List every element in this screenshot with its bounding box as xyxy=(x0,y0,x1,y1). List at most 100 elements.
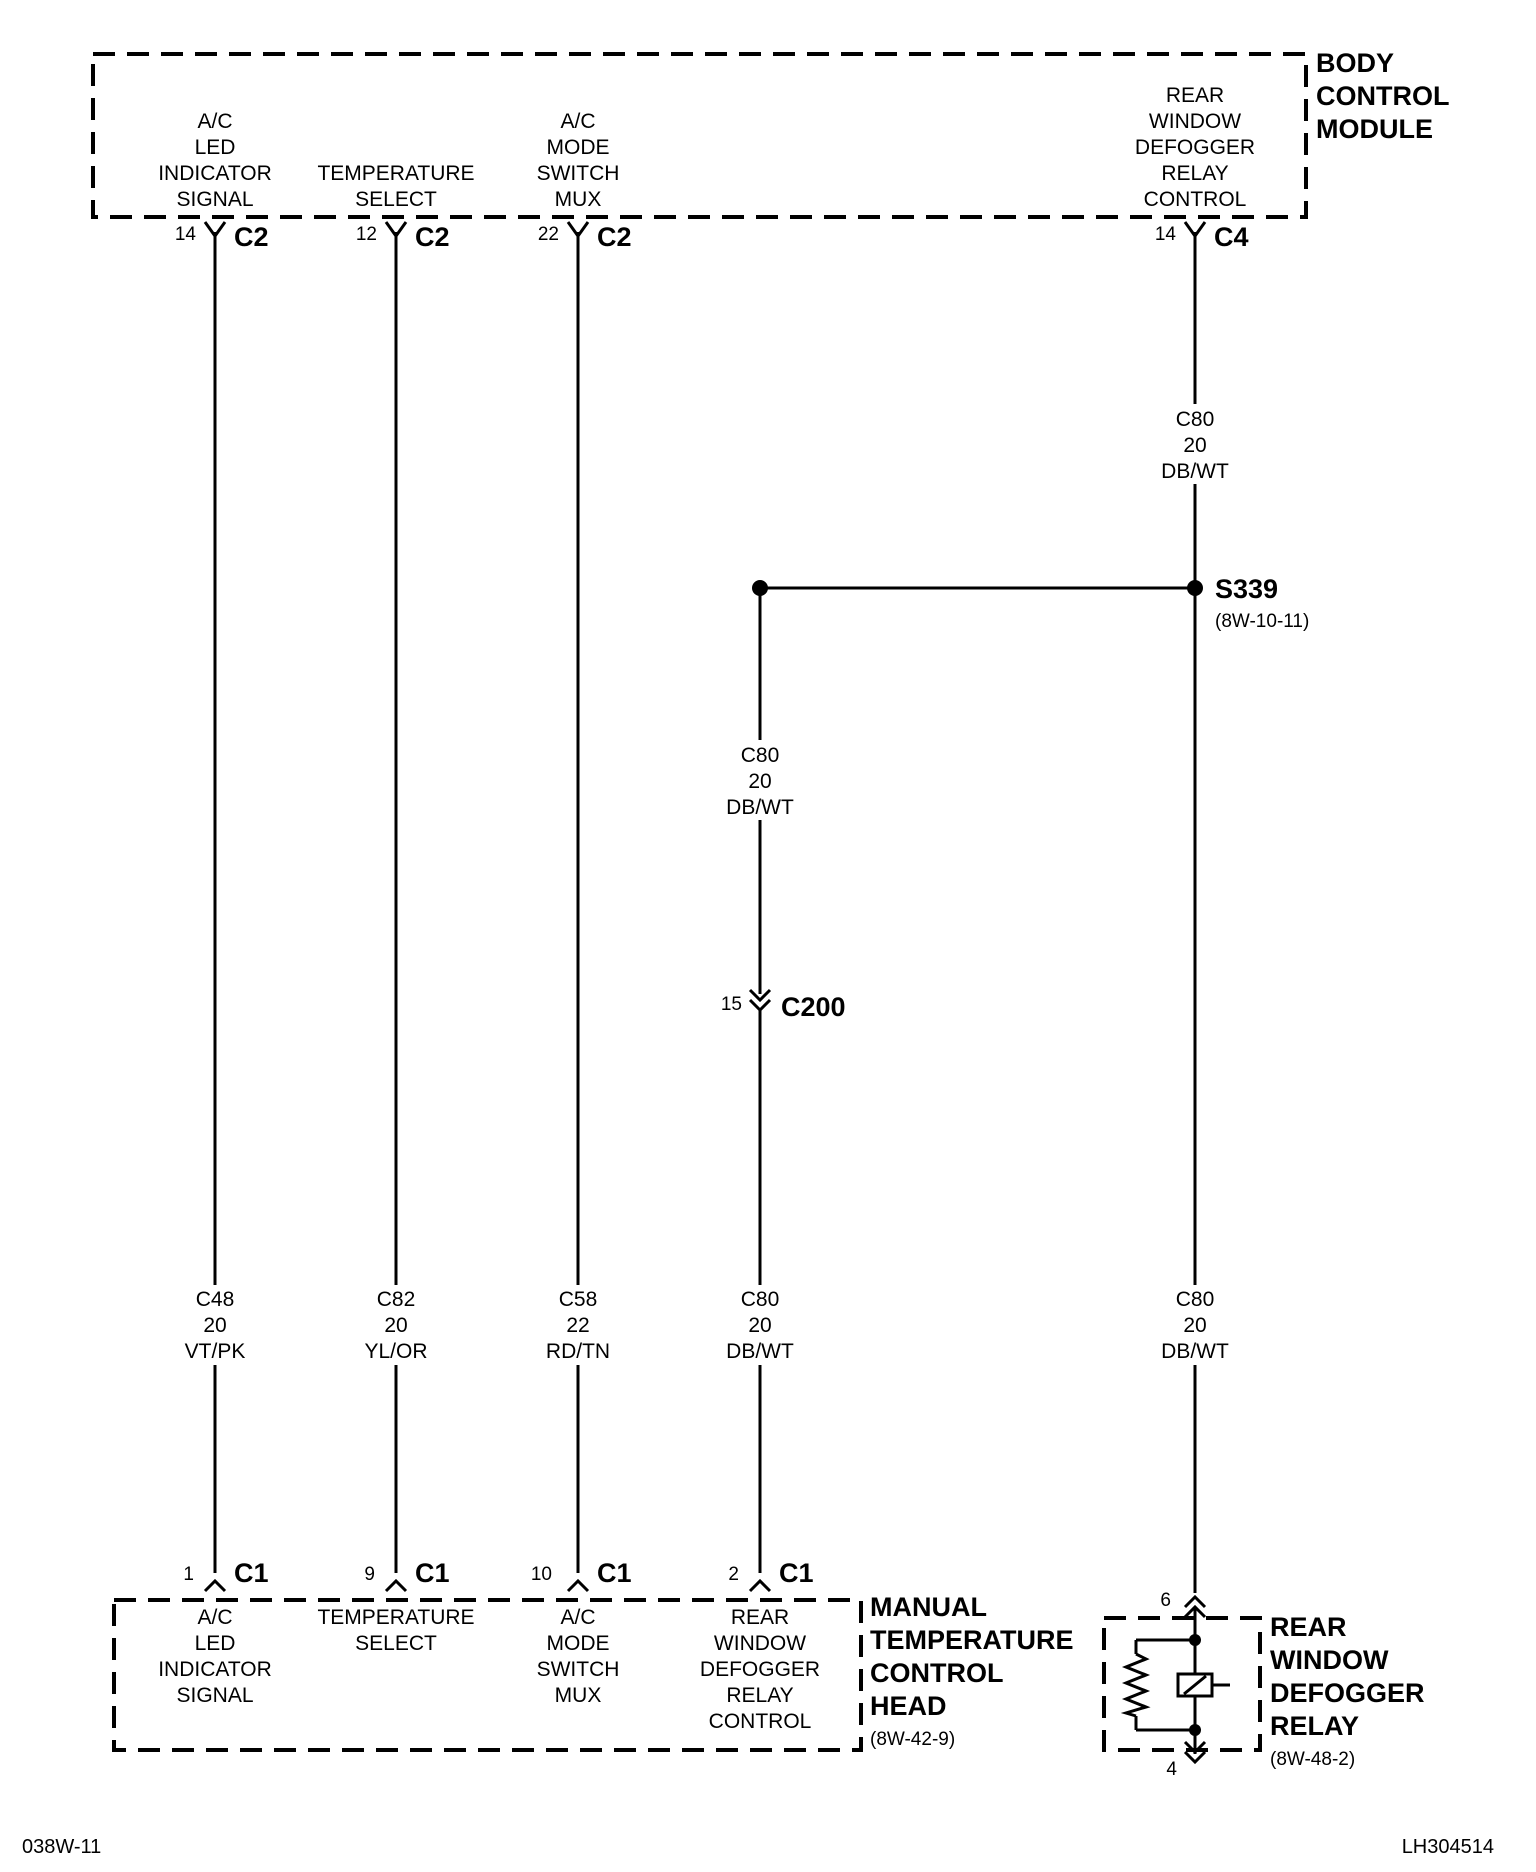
bcm-label-mode-1: A/C xyxy=(560,110,595,133)
inline-connector-c200 xyxy=(748,988,772,1013)
relay-coil-slash xyxy=(1183,1674,1207,1696)
c200-chevron-lower xyxy=(748,998,772,1013)
wire-label-d-color: DB/WT xyxy=(726,1340,794,1363)
bcm-pin-number-2: 12 xyxy=(356,224,377,245)
head-pin-number-2: 9 xyxy=(364,1564,375,1585)
head-label-defog-5: CONTROL xyxy=(709,1710,812,1733)
head-title-line-3: CONTROL xyxy=(870,1658,1003,1688)
relay-outline xyxy=(1102,1616,1262,1752)
bcm-connector-name-4: C4 xyxy=(1214,222,1249,252)
head-label-mode-3: SWITCH xyxy=(537,1658,620,1681)
relay-top-chevron-upper xyxy=(1183,1594,1207,1609)
bcm-label-ac-led-2: LED xyxy=(195,136,236,159)
head-title-line-2: TEMPERATURE xyxy=(870,1625,1074,1655)
splice-name: S339 xyxy=(1215,574,1278,604)
relay-title-line-1: REAR xyxy=(1270,1612,1347,1642)
relay-pin-bottom: 4 xyxy=(1166,1759,1177,1780)
head-pin-symbol-2 xyxy=(384,1578,408,1593)
bcm-title-line-2: CONTROL xyxy=(1316,81,1449,111)
head-label-defog-1: REAR xyxy=(731,1606,789,1629)
c200-chevron-upper xyxy=(748,988,772,1003)
relay-ref: (8W-48-2) xyxy=(1270,1749,1355,1770)
resistor-icon xyxy=(1120,1652,1151,1718)
head-pin-number-4: 2 xyxy=(728,1564,739,1585)
head-label-defog-2: WINDOW xyxy=(714,1632,806,1655)
head-title-line-1: MANUAL xyxy=(870,1592,987,1622)
wire-label-branch-color: DB/WT xyxy=(726,796,794,819)
bcm-label-ac-led-3: INDICATOR xyxy=(158,162,272,185)
c200-pin-number: 15 xyxy=(721,994,742,1015)
head-label-mode-1: A/C xyxy=(560,1606,595,1629)
wire-label-d-circuit: C80 xyxy=(741,1288,780,1311)
head-title-line-4: HEAD xyxy=(870,1691,947,1721)
head-label-ac-led-2: LED xyxy=(195,1632,236,1655)
wire-label-branch-circuit: C80 xyxy=(741,744,780,767)
wire-label-branch-gauge: 20 xyxy=(748,770,771,793)
relay-title-line-4: RELAY xyxy=(1270,1711,1359,1741)
head-pin-symbol-3 xyxy=(566,1578,590,1593)
footer-left-code: 038W-11 xyxy=(22,1836,101,1858)
wire-label-bcm-splice-color: DB/WT xyxy=(1161,460,1229,483)
head-label-temp-2: SELECT xyxy=(355,1632,437,1655)
bcm-label-temp-2: SELECT xyxy=(355,188,437,211)
wire-label-bcm-splice-gauge: 20 xyxy=(1183,434,1206,457)
relay-junction-top xyxy=(1189,1634,1201,1646)
head-label-defog-3: DEFOGGER xyxy=(700,1658,820,1681)
wires xyxy=(213,232,1197,1593)
wire-label-c-gauge: 22 xyxy=(566,1314,589,1337)
bcm-title-line-1: BODY xyxy=(1316,48,1394,78)
head-pin-numbers: 1 C1 9 C1 10 C1 2 C1 xyxy=(183,1558,813,1588)
relay-title-line-3: DEFOGGER xyxy=(1270,1678,1425,1708)
wire-labels: C80 20 DB/WT C80 20 DB/WT C48 20 VT/PK C… xyxy=(185,408,1229,1363)
bcm-label-temp-1: TEMPERATURE xyxy=(317,162,474,185)
bcm-connector-name-2: C2 xyxy=(415,222,450,252)
bcm-terminal-labels: A/C LED INDICATOR SIGNAL TEMPERATURE SEL… xyxy=(158,84,1255,211)
head-connector-name-2: C1 xyxy=(415,1558,450,1588)
wire-label-a-color: VT/PK xyxy=(185,1340,246,1363)
manual-temperature-control-head: 1 C1 9 C1 10 C1 2 C1 A/C LED INDICATOR S… xyxy=(112,1558,1074,1752)
head-pin-symbol-4 xyxy=(748,1578,772,1593)
bcm-title-line-3: MODULE xyxy=(1316,114,1433,144)
wire-label-b-gauge: 20 xyxy=(384,1314,407,1337)
head-pin-symbol-1 xyxy=(203,1578,227,1593)
wire-label-b-circuit: C82 xyxy=(377,1288,416,1311)
head-connector-name-3: C1 xyxy=(597,1558,632,1588)
splice-ref: (8W-10-11) xyxy=(1215,611,1309,632)
bcm-label-defog-2: WINDOW xyxy=(1149,110,1241,133)
relay-internal-circuit xyxy=(1120,1638,1230,1732)
bcm-label-ac-led-4: SIGNAL xyxy=(176,188,253,211)
footer-right-code: LH304514 xyxy=(1402,1836,1494,1858)
wire-label-e-gauge: 20 xyxy=(1183,1314,1206,1337)
relay-bottom-connector xyxy=(1183,1730,1207,1765)
relay-title-line-2: WINDOW xyxy=(1270,1645,1389,1675)
head-label-defog-4: RELAY xyxy=(726,1684,793,1707)
wire-label-d-gauge: 20 xyxy=(748,1314,771,1337)
wire-label-bcm-splice-circuit: C80 xyxy=(1176,408,1215,431)
head-ref: (8W-42-9) xyxy=(870,1729,955,1750)
head-pin-number-1: 1 xyxy=(183,1564,194,1585)
head-label-mode-2: MODE xyxy=(547,1632,610,1655)
splice-dot-left xyxy=(752,580,768,596)
relay-bottom-chevron-upper xyxy=(1183,1740,1207,1755)
rear-window-defogger-relay: 6 4 REAR WINDOW DEFOGGER RELAY (8W-48-2) xyxy=(1102,1590,1425,1780)
c200-name: C200 xyxy=(781,992,846,1022)
wire-label-c-color: RD/TN xyxy=(546,1340,610,1363)
head-label-temp-1: TEMPERATURE xyxy=(317,1606,474,1629)
bcm-label-defog-5: CONTROL xyxy=(1144,188,1247,211)
bcm-connector-name-1: C2 xyxy=(234,222,269,252)
head-pin-number-3: 10 xyxy=(531,1564,552,1585)
wire-label-a-circuit: C48 xyxy=(196,1288,235,1311)
bcm-pin-number-3: 22 xyxy=(538,224,559,245)
bcm-label-mode-4: MUX xyxy=(555,188,602,211)
bcm-label-mode-3: SWITCH xyxy=(537,162,620,185)
bcm-label-defog-3: DEFOGGER xyxy=(1135,136,1255,159)
splice-dot-s339 xyxy=(1187,580,1203,596)
head-connector-name-1: C1 xyxy=(234,1558,269,1588)
wire-label-b-color: YL/OR xyxy=(364,1340,427,1363)
wire-label-e-circuit: C80 xyxy=(1176,1288,1215,1311)
bcm-label-defog-1: REAR xyxy=(1166,84,1224,107)
head-label-ac-led-1: A/C xyxy=(197,1606,232,1629)
bcm-label-defog-4: RELAY xyxy=(1161,162,1228,185)
